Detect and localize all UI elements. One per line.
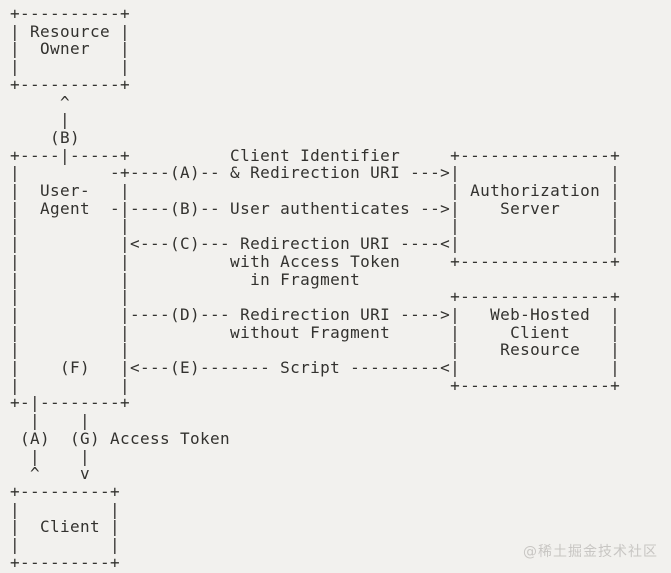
watermark: @稀土掘金技术社区 — [523, 544, 658, 560]
